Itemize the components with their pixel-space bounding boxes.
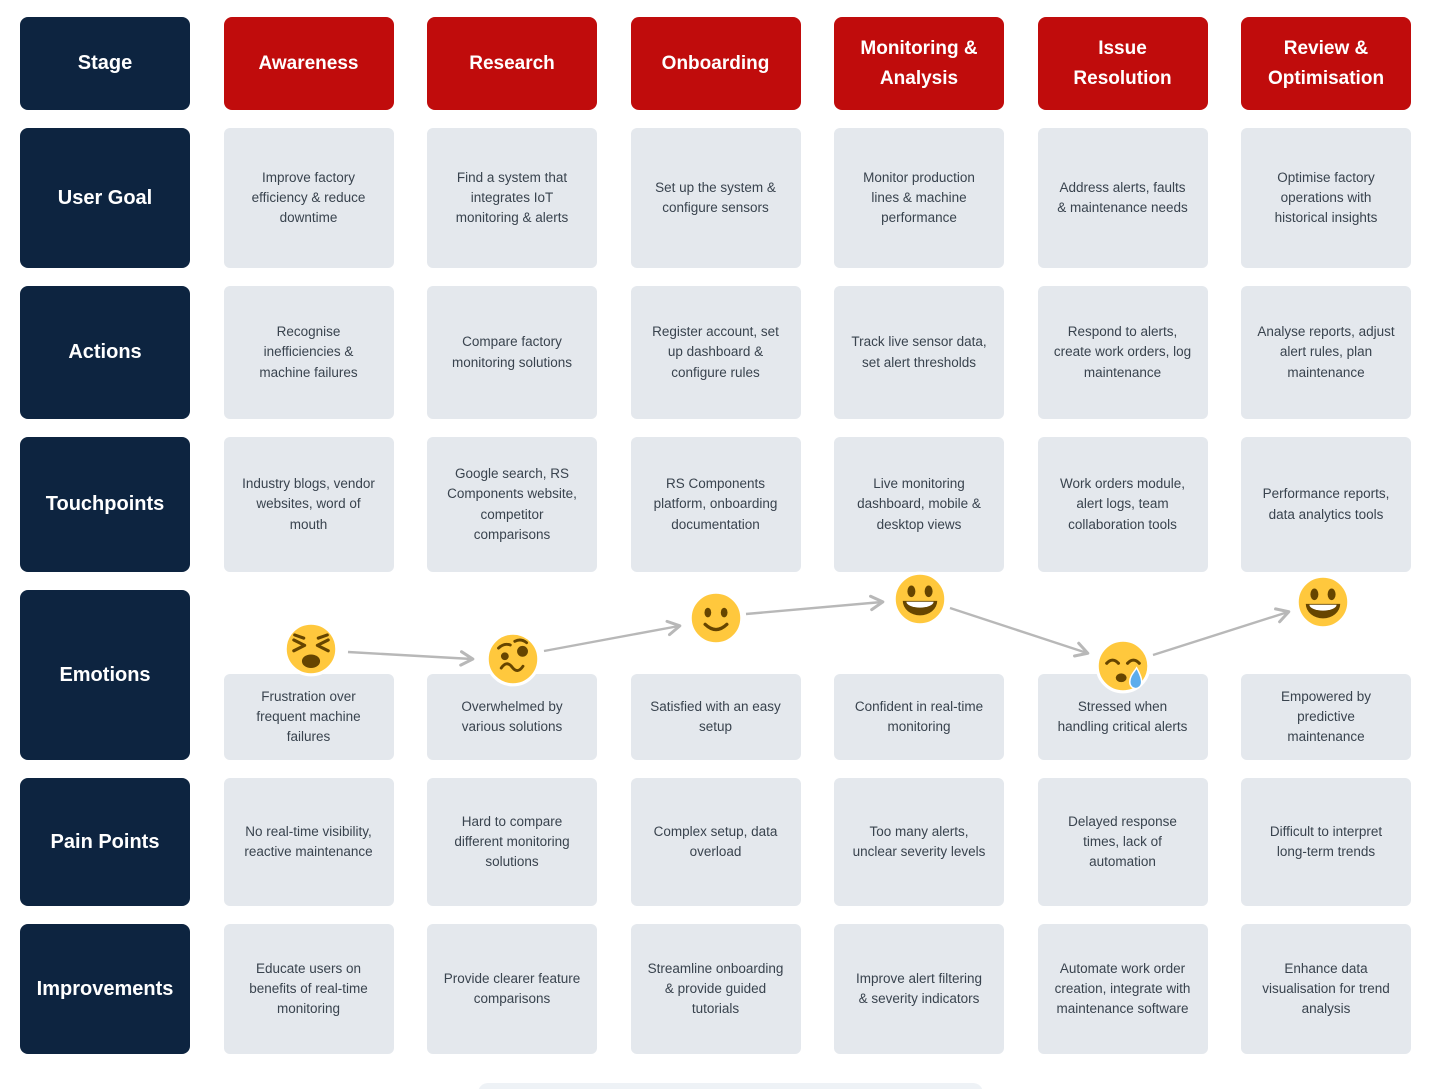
journey-cell: Respond to alerts, create work orders, l… (1037, 286, 1208, 419)
stage-header-awareness: Awareness (223, 17, 394, 110)
journey-cell: Performance reports, data analytics tool… (1241, 437, 1411, 572)
journey-cell: Register account, set up dashboard & con… (630, 286, 801, 419)
journey-cell: Empowered by predictive maintenance (1241, 674, 1411, 760)
journey-cell: Difficult to interpret long-term trends (1241, 778, 1411, 906)
journey-cell: Track live sensor data, set alert thresh… (834, 286, 1004, 419)
journey-cell: Live monitoring dashboard, mobile & desk… (834, 437, 1004, 572)
journey-cell: Streamline onboarding & provide guided t… (630, 924, 801, 1054)
journey-cell: Educate users on benefits of real-time m… (223, 924, 394, 1054)
journey-cell: Provide clearer feature comparisons (427, 924, 597, 1054)
journey-cell: Analyse reports, adjust alert rules, pla… (1241, 286, 1411, 419)
journey-cell: Delayed response times, lack of automati… (1037, 778, 1208, 906)
journey-cell: Recognise inefficiencies & machine failu… (223, 286, 394, 419)
row-label-pain-points: Pain Points (20, 778, 190, 906)
journey-cell: Enhance data visualisation for trend ana… (1241, 924, 1411, 1054)
journey-cell: Hard to compare different monitoring sol… (427, 778, 597, 906)
grinning-face-icon (891, 570, 949, 628)
crying-face-icon (1094, 637, 1152, 695)
partial-card-bottom (478, 1083, 983, 1089)
journey-cell: Set up the system & configure sensors (630, 128, 801, 268)
journey-cell: No real-time visibility, reactive mainte… (223, 778, 394, 906)
stage-header-onboarding: Onboarding (630, 17, 801, 110)
stage-header-review-optimisation: Review & Optimisation (1241, 17, 1411, 110)
slightly-smiling-face-icon (687, 589, 745, 647)
journey-cell: Optimise factory operations with histori… (1241, 128, 1411, 268)
journey-cell: Confident in real-time monitoring (834, 674, 1004, 760)
journey-cell: Frustration over frequent machine failur… (223, 674, 394, 760)
journey-cell: Improve factory efficiency & reduce down… (223, 128, 394, 268)
journey-cell: Satisfied with an easy setup (630, 674, 801, 760)
weary-face-icon (282, 620, 340, 678)
row-label-emotions: Emotions (20, 590, 190, 760)
grinning-face-icon (1294, 573, 1352, 631)
journey-cell: RS Components platform, onboarding docum… (630, 437, 801, 572)
journey-cell: Too many alerts, unclear severity levels (834, 778, 1004, 906)
journey-cell: Google search, RS Components website, co… (427, 437, 597, 572)
journey-cell: Industry blogs, vendor websites, word of… (223, 437, 394, 572)
journey-cell: Complex setup, data overload (630, 778, 801, 906)
stage-header-research: Research (427, 17, 597, 110)
row-label-improvements: Improvements (20, 924, 190, 1054)
row-label-touchpoints: Touchpoints (20, 437, 190, 572)
stage-header-issue-resolution: Issue Resolution (1037, 17, 1208, 110)
stage-header-monitoring-analysis: Monitoring & Analysis (834, 17, 1004, 110)
woozy-face-icon (484, 630, 542, 688)
corner-label: Stage (20, 17, 190, 110)
journey-cell: Improve alert filtering & severity indic… (834, 924, 1004, 1054)
journey-cell: Monitor production lines & machine perfo… (834, 128, 1004, 268)
journey-grid: Stage Awareness Research Onboarding Moni… (20, 17, 1411, 1054)
journey-cell: Work orders module, alert logs, team col… (1037, 437, 1208, 572)
journey-cell: Overwhelmed by various solutions (427, 674, 597, 760)
journey-cell: Find a system that integrates IoT monito… (427, 128, 597, 268)
journey-cell: Stressed when handling critical alerts (1037, 674, 1208, 760)
journey-cell: Compare factory monitoring solutions (427, 286, 597, 419)
journey-cell: Automate work order creation, integrate … (1037, 924, 1208, 1054)
row-label-user-goal: User Goal (20, 128, 190, 268)
row-label-actions: Actions (20, 286, 190, 419)
journey-cell: Address alerts, faults & maintenance nee… (1037, 128, 1208, 268)
